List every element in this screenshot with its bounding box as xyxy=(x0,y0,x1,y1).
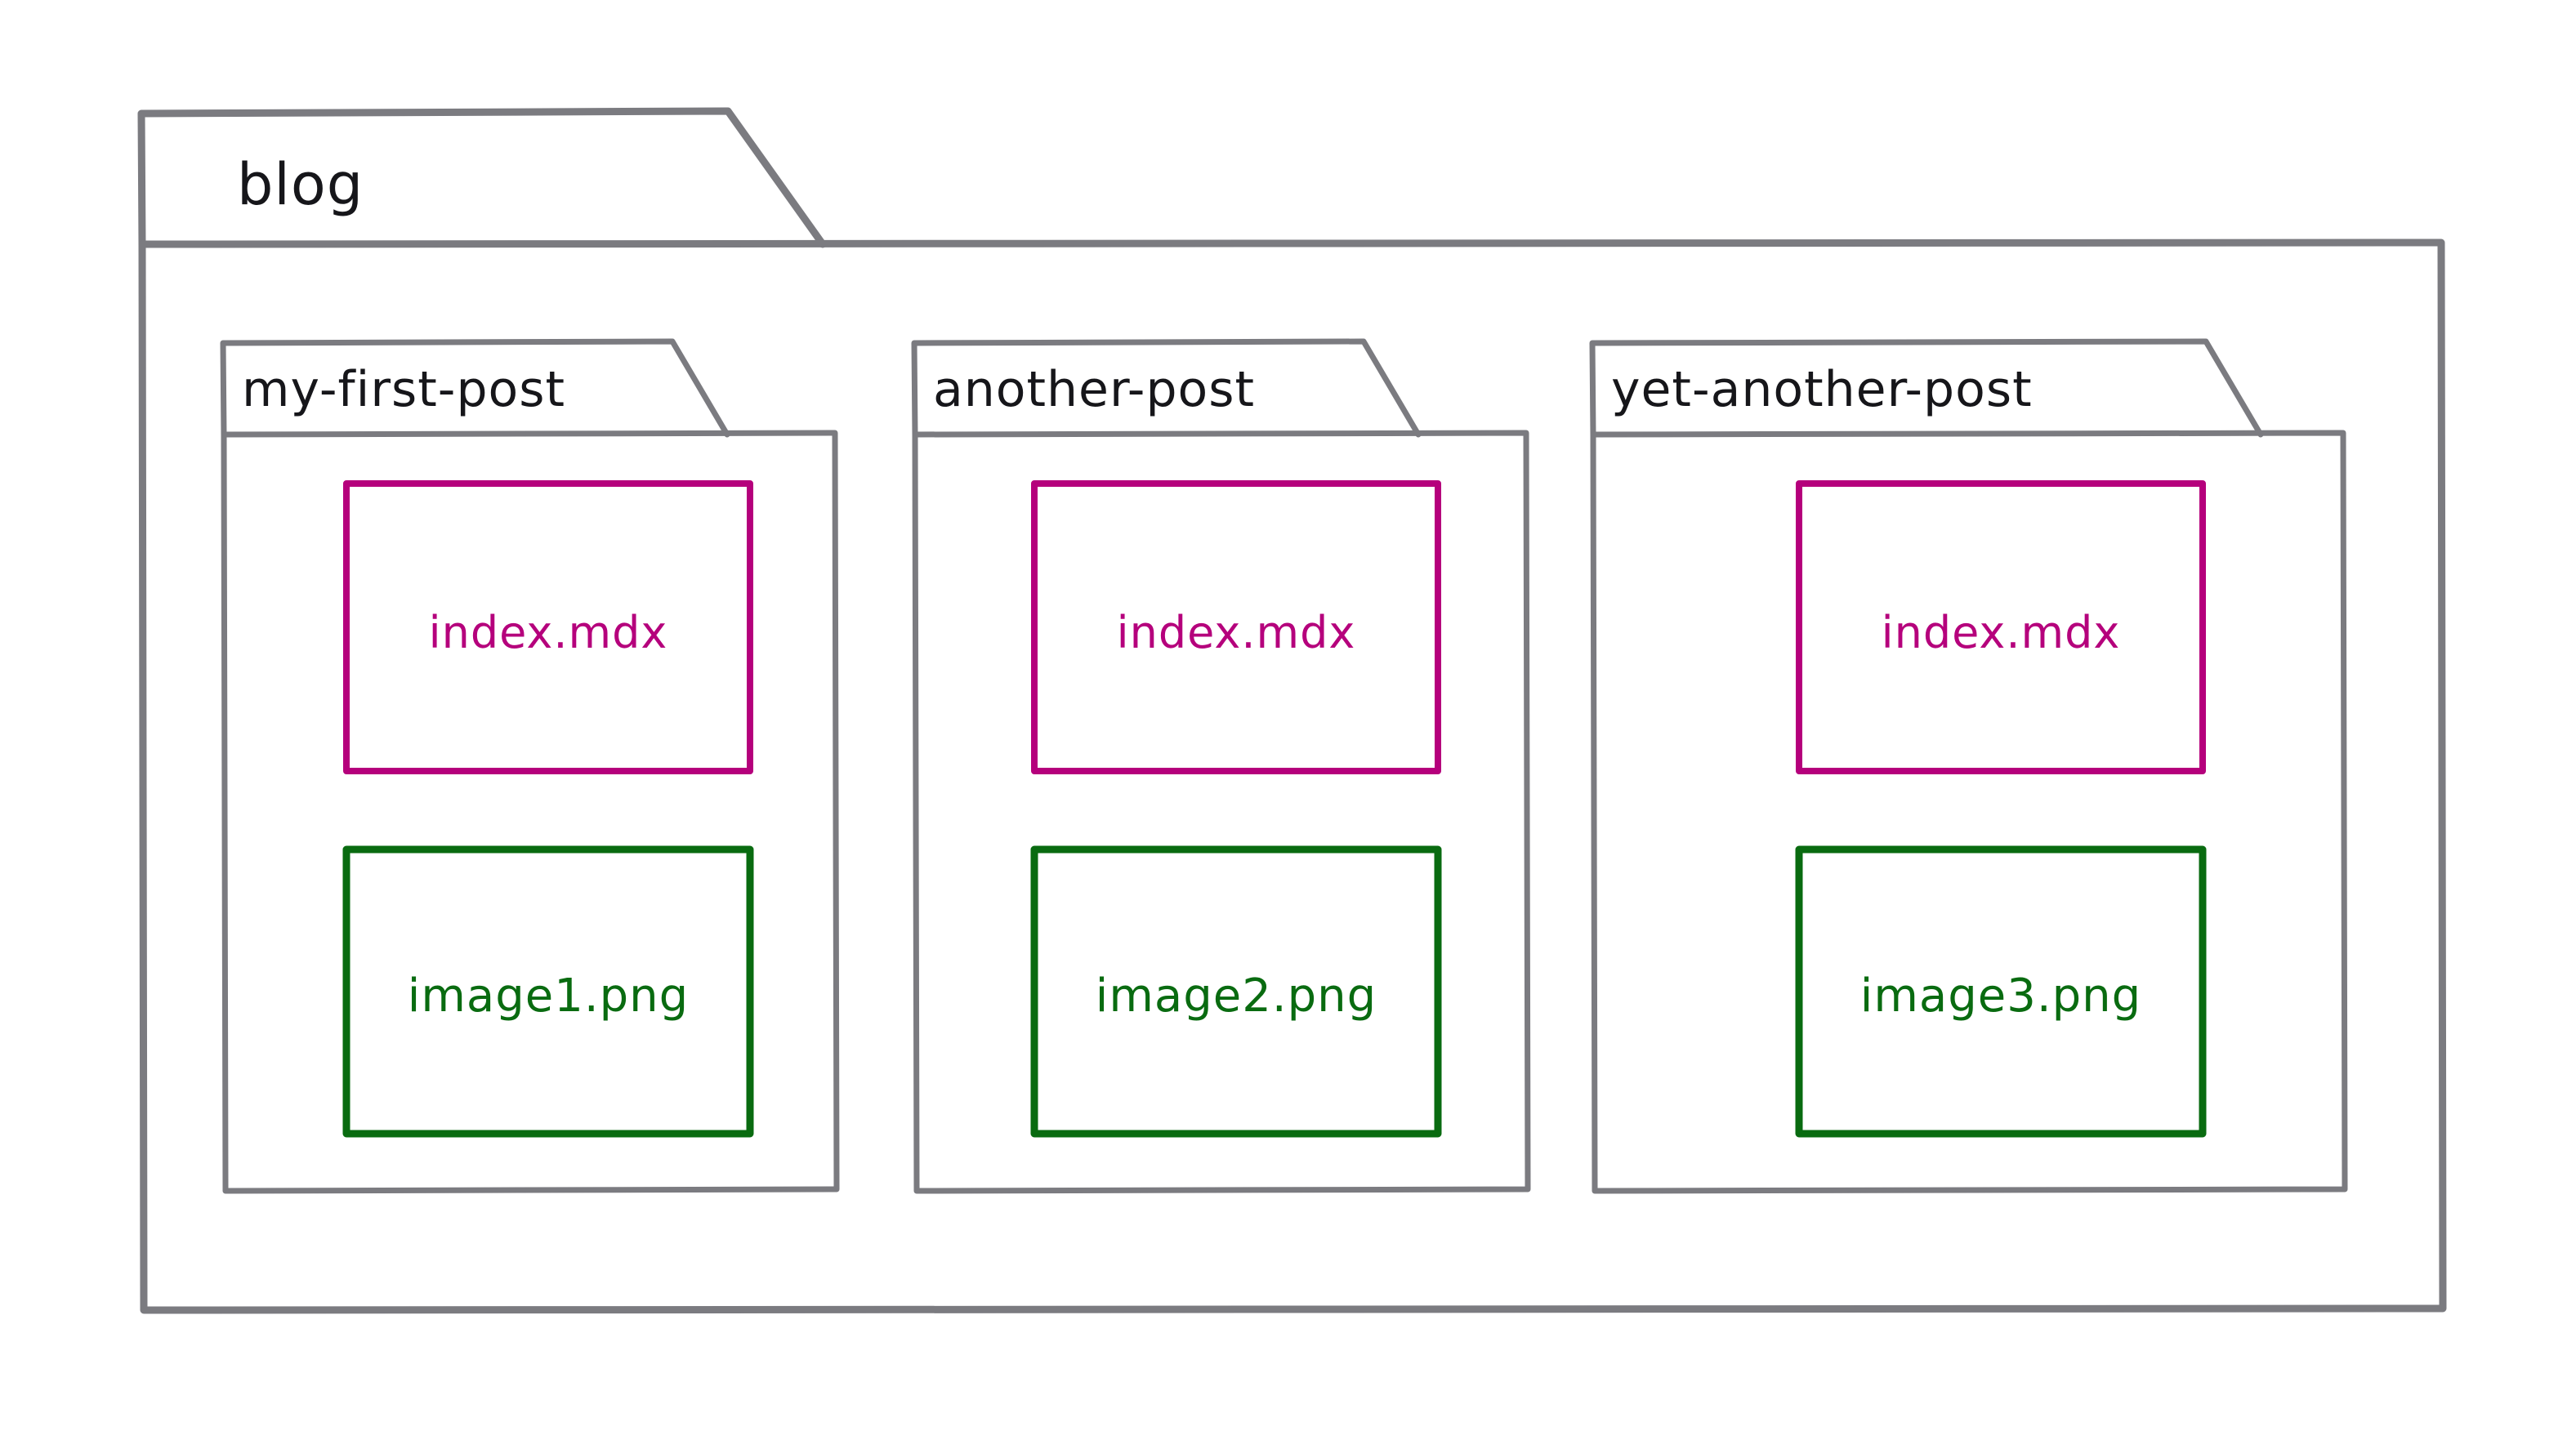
root-folder-tab-shape xyxy=(137,107,827,249)
subfolder-3-body-shape xyxy=(1590,430,2348,1194)
subfolder-my-first-post[interactable]: my-first-post index.mdx image1.png xyxy=(220,338,840,1194)
subfolder-another-post[interactable]: another-post index.mdx image2.png xyxy=(911,338,1531,1194)
subfolder-yet-another-post[interactable]: yet-another-post index.mdx image3.png xyxy=(1589,338,2348,1194)
file-image1-png-box xyxy=(342,845,754,1138)
file-index-mdx-2-label: index.mdx xyxy=(1117,607,1356,658)
root-folder-blog[interactable]: blog xyxy=(137,107,2447,1314)
subfolder-1-tab-shape xyxy=(220,338,730,439)
file-image2-png-box xyxy=(1030,845,1442,1138)
file-image3-png-box xyxy=(1795,845,2207,1138)
file-index-mdx-1-label: index.mdx xyxy=(429,607,668,658)
file-image1-png[interactable]: image1.png xyxy=(342,845,754,1138)
root-folder-label: blog xyxy=(237,151,364,218)
file-index-mdx-2[interactable]: index.mdx xyxy=(1031,480,1441,774)
file-index-mdx-1[interactable]: index.mdx xyxy=(343,480,753,774)
file-index-mdx-2-box xyxy=(1031,480,1441,774)
subfolder-2-tab-shape xyxy=(911,338,1422,439)
file-image3-png-label: image3.png xyxy=(1860,970,2141,1023)
file-image1-png-label: image1.png xyxy=(408,970,689,1023)
subfolder-2-label: another-post xyxy=(933,361,1255,418)
file-image2-png-label: image2.png xyxy=(1096,970,1377,1023)
subfolder-3-label: yet-another-post xyxy=(1611,361,2033,418)
subfolder-2-body-shape xyxy=(912,430,1531,1194)
subfolder-1-body-shape xyxy=(221,430,840,1194)
file-index-mdx-3-box xyxy=(1796,480,2206,774)
file-image3-png[interactable]: image3.png xyxy=(1795,845,2207,1138)
file-index-mdx-3[interactable]: index.mdx xyxy=(1796,480,2206,774)
file-index-mdx-3-label: index.mdx xyxy=(1882,607,2121,658)
file-image2-png[interactable]: image2.png xyxy=(1030,845,1442,1138)
root-folder-body-shape xyxy=(138,238,2447,1314)
file-index-mdx-1-box xyxy=(343,480,753,774)
subfolder-1-label: my-first-post xyxy=(242,361,565,418)
subfolder-3-tab-shape xyxy=(1589,338,2264,439)
